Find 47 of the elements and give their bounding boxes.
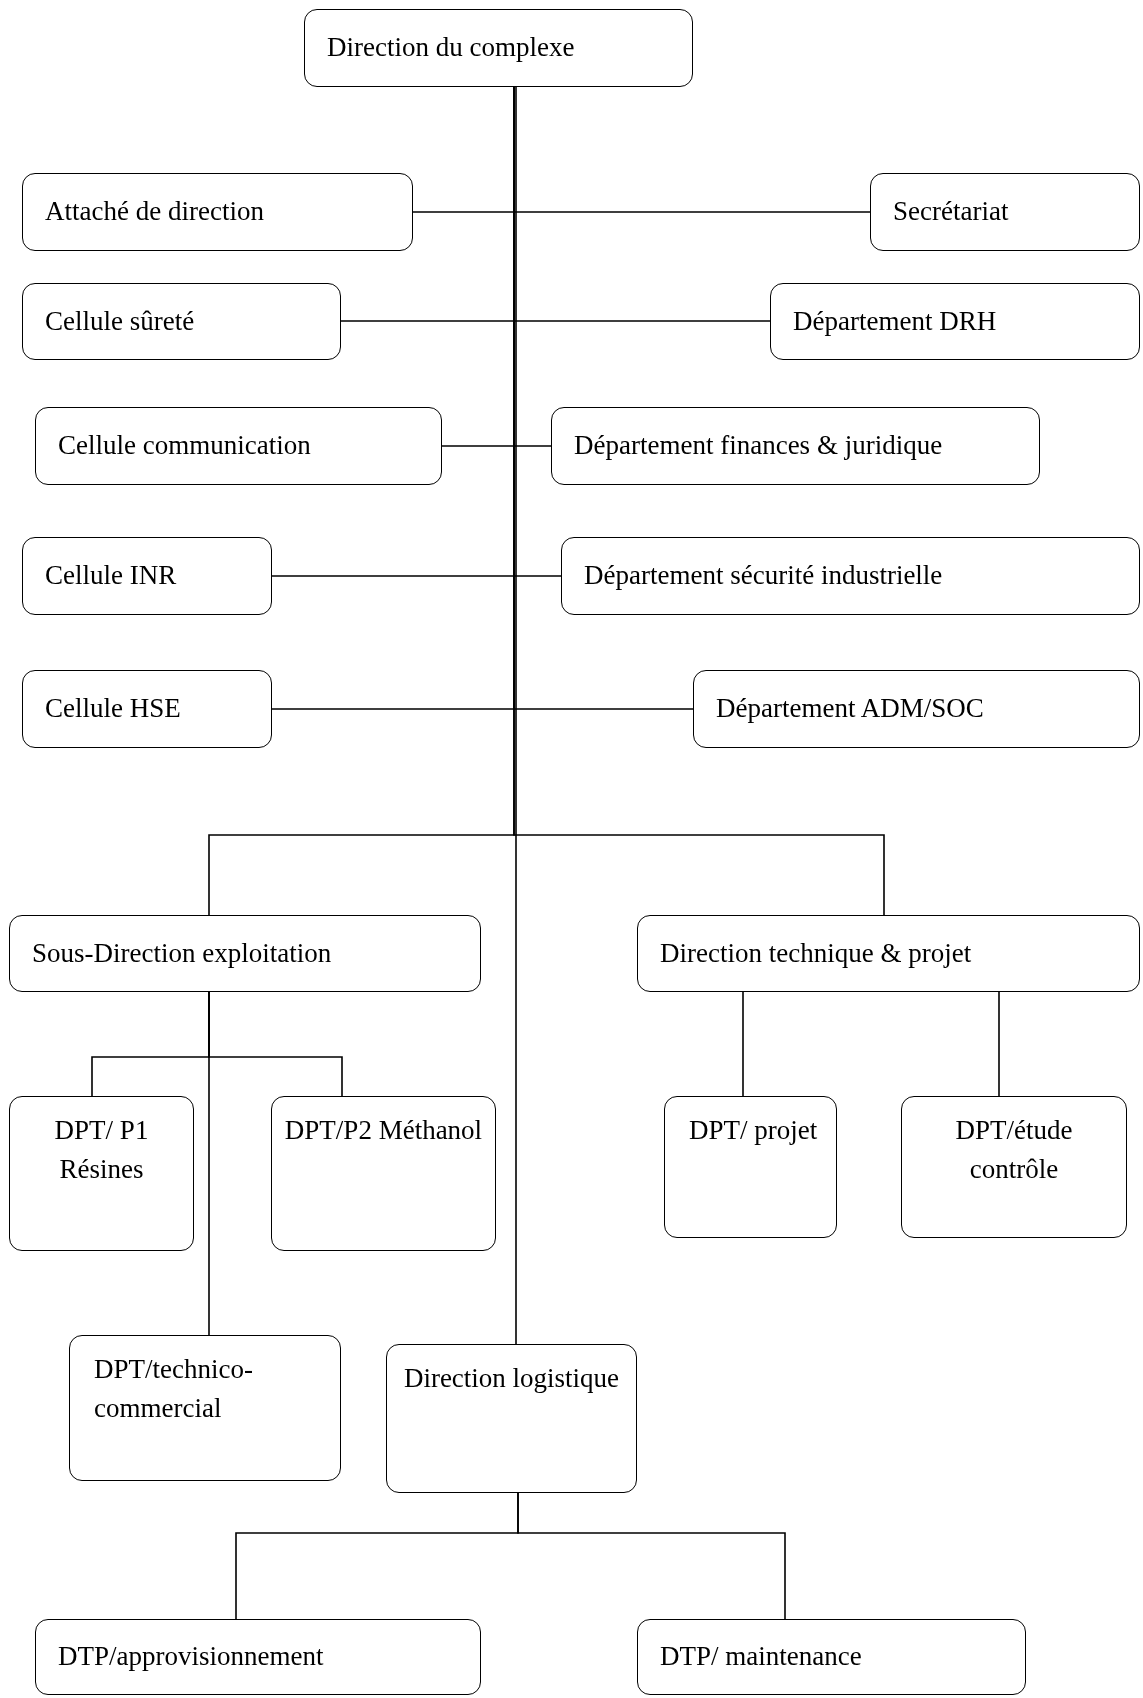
box-label: Direction du complexe <box>327 31 575 65</box>
org-box <box>637 915 1140 992</box>
box-label: Attaché de direction <box>45 195 264 229</box>
connector-line <box>208 991 210 1336</box>
box-label: DPT/technico-commercial <box>94 1353 254 1426</box>
org-box <box>901 1096 1127 1238</box>
box-label: DTP/approvisionnement <box>58 1640 324 1674</box>
box-label: DPT/étude contrôle <box>954 1114 1074 1187</box>
org-box <box>22 283 341 360</box>
box-label: Secrétariat <box>893 195 1009 229</box>
connector-line <box>517 1492 786 1620</box>
org-box <box>870 173 1140 251</box>
org-box <box>664 1096 837 1238</box>
box-label: DTP/ maintenance <box>660 1640 862 1674</box>
org-box <box>770 283 1140 360</box>
connector-line <box>998 991 1000 1097</box>
box-label: DPT/ projet <box>689 1114 818 1147</box>
box-label: DPT/P2 Méthanol <box>284 1114 483 1147</box>
box-label: Cellule communication <box>58 429 311 463</box>
org-box <box>35 1619 481 1695</box>
org-box <box>304 9 693 87</box>
org-box <box>9 1096 194 1251</box>
box-label: Cellule HSE <box>45 692 181 726</box>
org-box <box>22 173 413 251</box>
box-label: Direction technique & projet <box>660 936 972 970</box>
org-box <box>561 537 1140 615</box>
box-label: Département finances & juridique <box>574 429 943 463</box>
org-box <box>386 1344 637 1493</box>
box-label: Département ADM/SOC <box>716 692 984 726</box>
connector-line <box>742 991 744 1097</box>
org-box <box>22 537 272 615</box>
org-box <box>69 1335 341 1481</box>
org-box <box>551 407 1040 485</box>
connector-line <box>515 86 517 1345</box>
box-label: Département sécurité industrielle <box>584 559 943 593</box>
org-box <box>9 915 481 992</box>
org-box <box>271 1096 496 1251</box>
box-label: Cellule INR <box>45 559 177 593</box>
org-box <box>35 407 442 485</box>
box-label: DPT/ P1 Résines <box>53 1114 150 1187</box>
box-label: Département DRH <box>793 304 997 338</box>
box-label: Sous-Direction exploitation <box>32 936 332 970</box>
org-box <box>637 1619 1026 1695</box>
org-box <box>22 670 272 748</box>
box-label: Direction logistique <box>403 1362 620 1395</box>
box-label: Cellule sûreté <box>45 304 195 338</box>
org-box <box>693 670 1140 748</box>
